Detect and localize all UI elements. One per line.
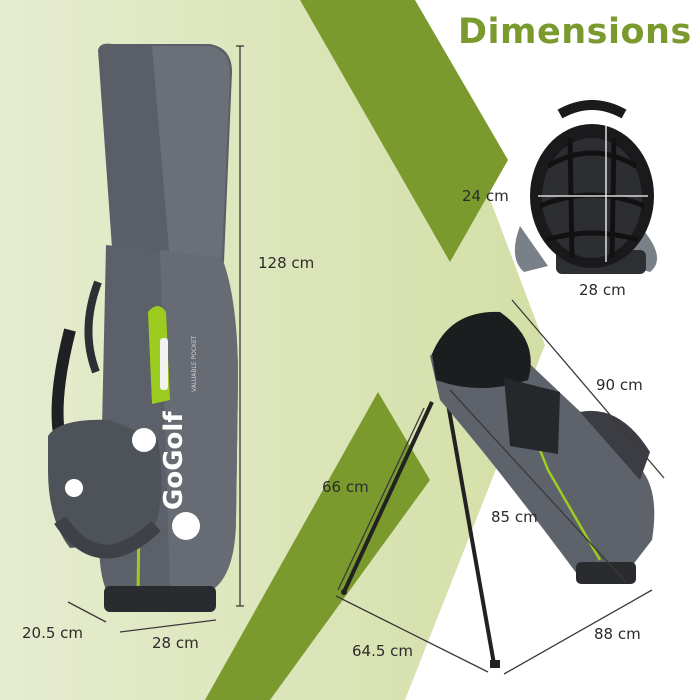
page-title: Dimensions xyxy=(458,12,692,52)
pocket-label: VALUABLE POCKET xyxy=(191,335,198,392)
dimension-lines-front xyxy=(67,45,244,633)
dimension-lines-top xyxy=(538,126,648,262)
bag-top-view xyxy=(514,100,658,274)
body-length-label: 85 cm xyxy=(491,508,538,526)
brand-text: GoGolf xyxy=(159,411,189,510)
base-depth-label: 20.5 cm xyxy=(22,624,84,642)
total-length-label: 88 cm xyxy=(594,625,641,643)
base-width-label: 28 cm xyxy=(152,634,199,652)
brand-logo-icon xyxy=(172,512,200,540)
green-chevron-bottom xyxy=(205,392,430,700)
bag-front-view: GoGolf VALUABLE POCKET xyxy=(48,43,238,612)
dimension-lines-stand xyxy=(335,299,665,675)
leg-spread-label: 64.5 cm xyxy=(352,642,414,660)
leg-height-label: 66 cm xyxy=(322,478,369,496)
green-chevron-top xyxy=(300,0,508,262)
top-width-label: 28 cm xyxy=(579,281,626,299)
height-label: 128 cm xyxy=(258,254,315,272)
diagonal-length-label: 90 cm xyxy=(596,376,643,394)
top-depth-label: 24 cm xyxy=(462,187,509,205)
bag-stand-view xyxy=(341,311,655,668)
